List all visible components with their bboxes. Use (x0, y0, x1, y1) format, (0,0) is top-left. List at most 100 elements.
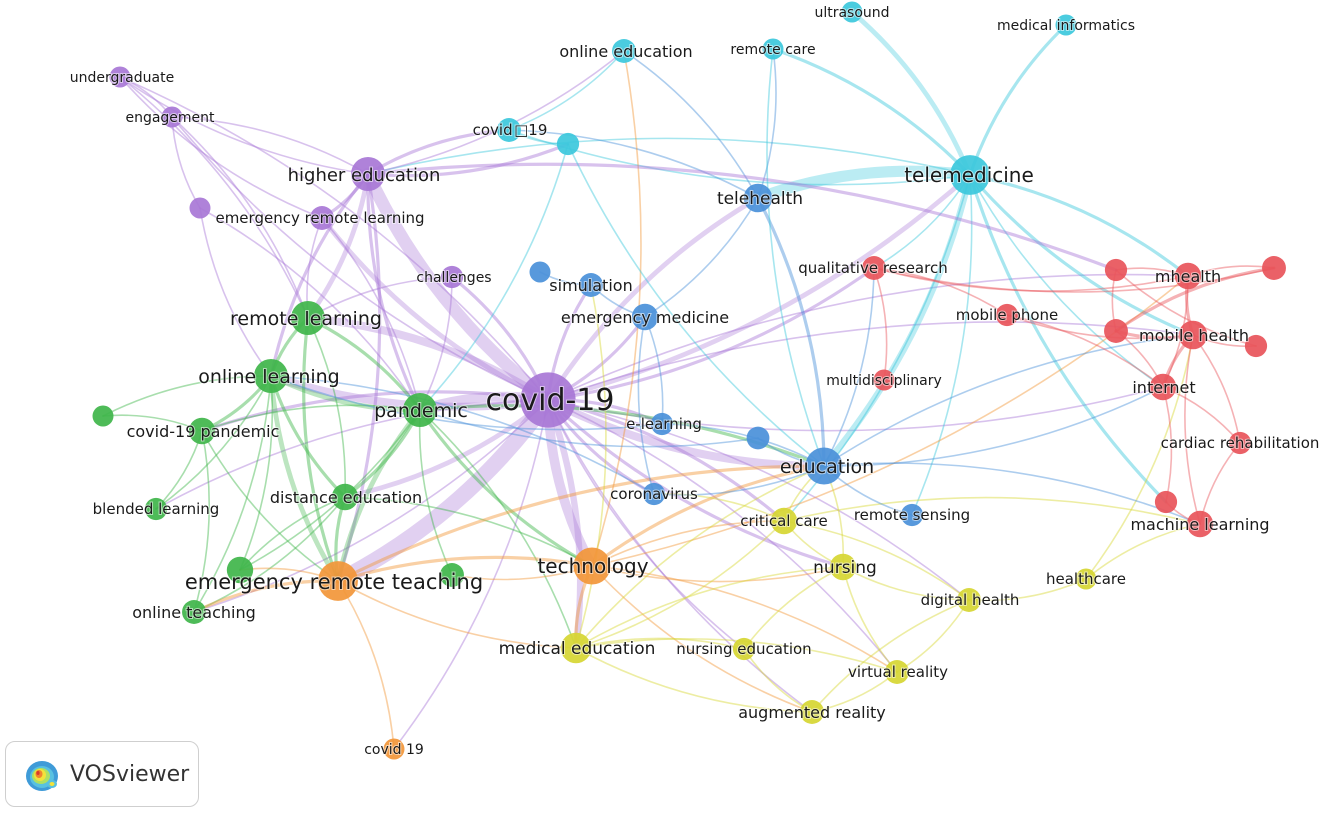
node-simulation[interactable] (579, 273, 603, 297)
label-qualitative-research[interactable]: qualitative research (797, 258, 948, 278)
node-remote-learning[interactable] (291, 301, 325, 335)
label-virtual-reality[interactable]: virtual reality (847, 662, 949, 682)
node-green-unl3[interactable] (440, 563, 464, 587)
label-engagement[interactable]: engagement (124, 109, 216, 127)
node-technology[interactable] (573, 547, 611, 585)
label-multidisciplinary[interactable]: multidisciplinary (825, 372, 943, 390)
node-online-education-c[interactable] (612, 39, 636, 63)
label-undergraduate[interactable]: undergraduate (69, 69, 175, 87)
label-medical-education[interactable]: medical education (498, 638, 657, 660)
label-healthcare[interactable]: healthcare (1045, 569, 1127, 589)
label-simulation[interactable]: simulation (548, 275, 633, 296)
node-engagement[interactable] (161, 106, 183, 128)
node-red-unl3[interactable] (1104, 319, 1128, 343)
label-emergency-remote-teaching[interactable]: emergency remote teaching (184, 569, 484, 595)
node-undergraduate[interactable] (109, 66, 131, 88)
label-critical-care[interactable]: critical care (739, 511, 829, 531)
label-covid19-pandemic[interactable]: covid-19 pandemic (126, 421, 281, 442)
label-emergency-medicine[interactable]: emergency medicine (560, 307, 730, 328)
label-blended-learning[interactable]: blended learning (92, 499, 221, 519)
node-online-learning[interactable] (254, 359, 288, 393)
node-medical-education[interactable] (560, 632, 592, 664)
node-emergency-remote-learning[interactable] (310, 206, 334, 230)
node-critical-care[interactable] (770, 507, 798, 535)
label-digital-health[interactable]: digital health (920, 590, 1021, 610)
label-mhealth[interactable]: mhealth (1154, 266, 1222, 287)
label-online-education-c[interactable]: online education (558, 41, 693, 62)
label-nursing[interactable]: nursing (812, 557, 878, 579)
node-nursing[interactable] (829, 553, 857, 581)
node-green-unl2[interactable] (226, 556, 254, 584)
node-higher-education[interactable] (351, 157, 385, 191)
node-machine-learning[interactable] (1186, 510, 1214, 538)
label-education[interactable]: education (779, 455, 875, 479)
node-distance-education[interactable] (331, 483, 359, 511)
node-ultrasound[interactable] (841, 1, 863, 23)
node-coronavirus[interactable] (642, 482, 666, 506)
label-augmented-reality[interactable]: augmented reality (737, 702, 887, 723)
node-emergency-medicine[interactable] (631, 303, 659, 331)
node-remote-sensing[interactable] (900, 503, 924, 527)
node-mhealth[interactable] (1174, 262, 1202, 290)
vosviewer-badge[interactable]: VOSviewer (5, 741, 199, 807)
node-mobile-phone[interactable] (995, 303, 1019, 327)
node-augmented-reality[interactable] (800, 700, 824, 724)
node-blue-unl2[interactable] (746, 426, 770, 450)
label-remote-care[interactable]: remote care (729, 41, 816, 59)
label-challenges[interactable]: challenges (415, 269, 492, 287)
label-internet[interactable]: internet (1131, 377, 1196, 398)
node-blue-unl1[interactable] (529, 261, 551, 283)
label-online-learning[interactable]: online learning (197, 365, 341, 389)
node-healthcare[interactable] (1075, 568, 1097, 590)
node-online-teaching[interactable] (182, 600, 206, 624)
label-nursing-education[interactable]: nursing education (675, 639, 812, 659)
label-remote-learning[interactable]: remote learning (229, 307, 383, 331)
node-pandemic[interactable] (403, 393, 437, 427)
node-covid-19-alt[interactable] (497, 118, 521, 142)
node-education[interactable] (805, 447, 843, 485)
node-covid19-pandemic[interactable] (188, 417, 216, 445)
node-covid-19-space[interactable] (383, 738, 405, 760)
node-telemedicine[interactable] (950, 155, 990, 195)
label-covid-19-space[interactable]: covid 19 (363, 741, 425, 759)
node-internet[interactable] (1149, 373, 1177, 401)
node-e-learning[interactable] (650, 412, 674, 436)
node-red-unl2[interactable] (1262, 256, 1286, 280)
label-mobile-phone[interactable]: mobile phone (955, 305, 1060, 325)
label-online-teaching[interactable]: online teaching (131, 602, 257, 623)
node-multidisciplinary[interactable] (873, 369, 895, 391)
label-telehealth[interactable]: telehealth (716, 188, 804, 210)
label-higher-education[interactable]: higher education (287, 164, 442, 187)
node-blended-learning[interactable] (144, 497, 168, 521)
node-red-unl5[interactable] (1154, 490, 1178, 514)
label-coronavirus[interactable]: coronavirus (609, 484, 699, 504)
node-green-unl1[interactable] (92, 405, 114, 427)
node-remote-care[interactable] (762, 38, 784, 60)
node-covid19[interactable] (520, 372, 576, 428)
label-machine-learning[interactable]: machine learning (1129, 514, 1270, 535)
node-telehealth[interactable] (743, 183, 773, 213)
label-telemedicine[interactable]: telemedicine (903, 162, 1035, 188)
node-challenges[interactable] (440, 265, 464, 289)
node-cyan-unl[interactable] (556, 132, 580, 156)
node-purple-unl[interactable] (189, 197, 211, 219)
label-cardiac-rehabilitation[interactable]: cardiac rehabilitation (1160, 433, 1321, 453)
label-distance-education[interactable]: distance education (269, 487, 423, 508)
node-red-unl1[interactable] (1104, 258, 1128, 282)
label-pandemic[interactable]: pandemic (373, 399, 469, 423)
node-mobile-health[interactable] (1178, 320, 1208, 350)
label-ultrasound[interactable]: ultrasound (813, 4, 890, 22)
node-medical-informatics[interactable] (1055, 14, 1077, 36)
node-cardiac-rehabilitation[interactable] (1228, 431, 1252, 455)
label-remote-sensing[interactable]: remote sensing (853, 505, 971, 525)
node-qualitative-research[interactable] (862, 256, 886, 280)
label-emergency-remote-learning[interactable]: emergency remote learning (214, 208, 425, 228)
node-red-unl4[interactable] (1244, 334, 1268, 358)
node-virtual-reality[interactable] (885, 660, 909, 684)
node-emergency-remote-teaching[interactable] (318, 561, 358, 601)
label-mobile-health[interactable]: mobile health (1138, 325, 1250, 346)
label-e-learning[interactable]: e-learning (625, 414, 703, 434)
label-medical-informatics[interactable]: medical informatics (996, 17, 1136, 35)
label-technology[interactable]: technology (536, 553, 649, 579)
node-nursing-education[interactable] (732, 637, 756, 661)
